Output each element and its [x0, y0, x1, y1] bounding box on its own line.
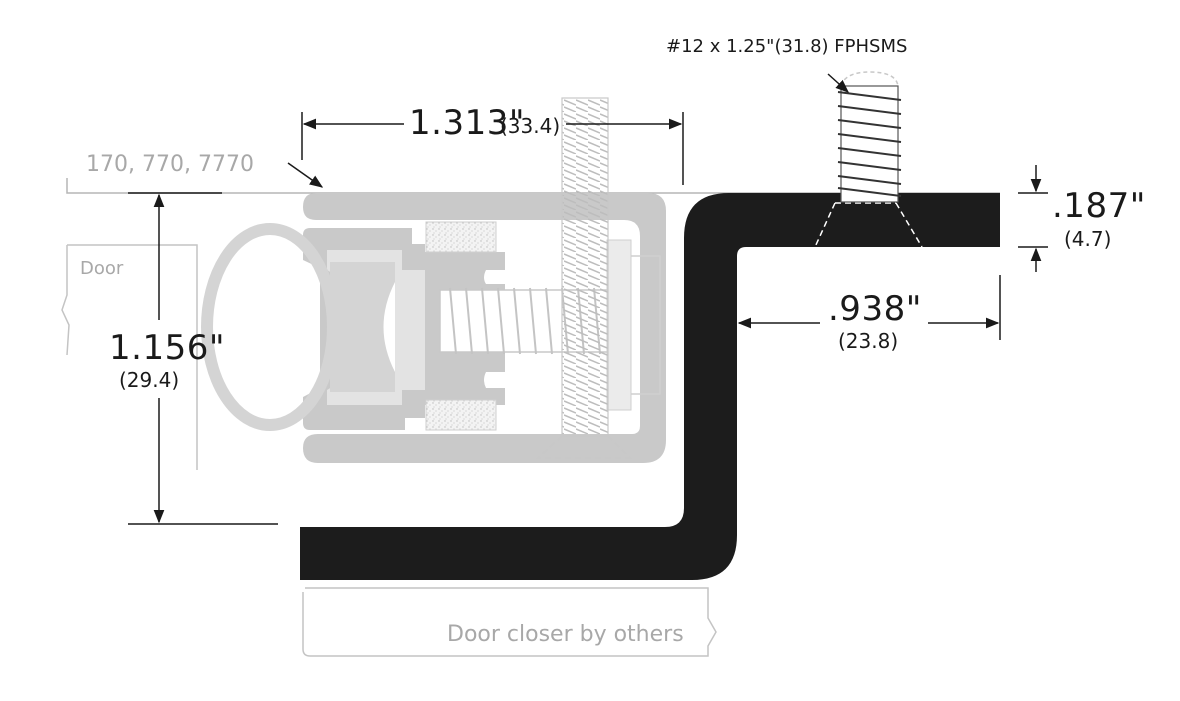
- door-closer-outline: [302, 587, 717, 657]
- width-inches: 1.313": [409, 103, 525, 143]
- vertical-frame-screw: [536, 97, 632, 459]
- top-screw: [827, 71, 902, 203]
- dimension-thickness: [1018, 165, 1048, 272]
- model-numbers-label: 170, 770, 7770: [86, 152, 254, 177]
- depth-inches: .938": [828, 289, 922, 329]
- door-outline: [61, 244, 198, 470]
- depth-mm: (23.8): [838, 329, 899, 353]
- dimension-height: [128, 192, 278, 525]
- door-label: Door: [80, 258, 124, 279]
- z-bracket: [300, 193, 1000, 580]
- oval-seal: [201, 223, 395, 431]
- door-closer-label: Door closer by others: [447, 622, 684, 647]
- thickness-mm: (4.7): [1064, 227, 1112, 251]
- height-inches: 1.156": [109, 328, 225, 368]
- top-reference-line: [66, 162, 1000, 194]
- foam-insert-top: [425, 221, 497, 253]
- foam-insert-bottom: [425, 399, 497, 431]
- dimension-width: [301, 112, 684, 185]
- dimension-depth: [737, 275, 1001, 340]
- height-mm: (29.4): [119, 368, 180, 392]
- thickness-inches: .187": [1052, 186, 1146, 226]
- bracket-countersink: [814, 202, 923, 248]
- width-mm: (33.4): [500, 114, 561, 138]
- screw-spec-label: #12 x 1.25"(31.8) FPHSMS: [666, 36, 908, 57]
